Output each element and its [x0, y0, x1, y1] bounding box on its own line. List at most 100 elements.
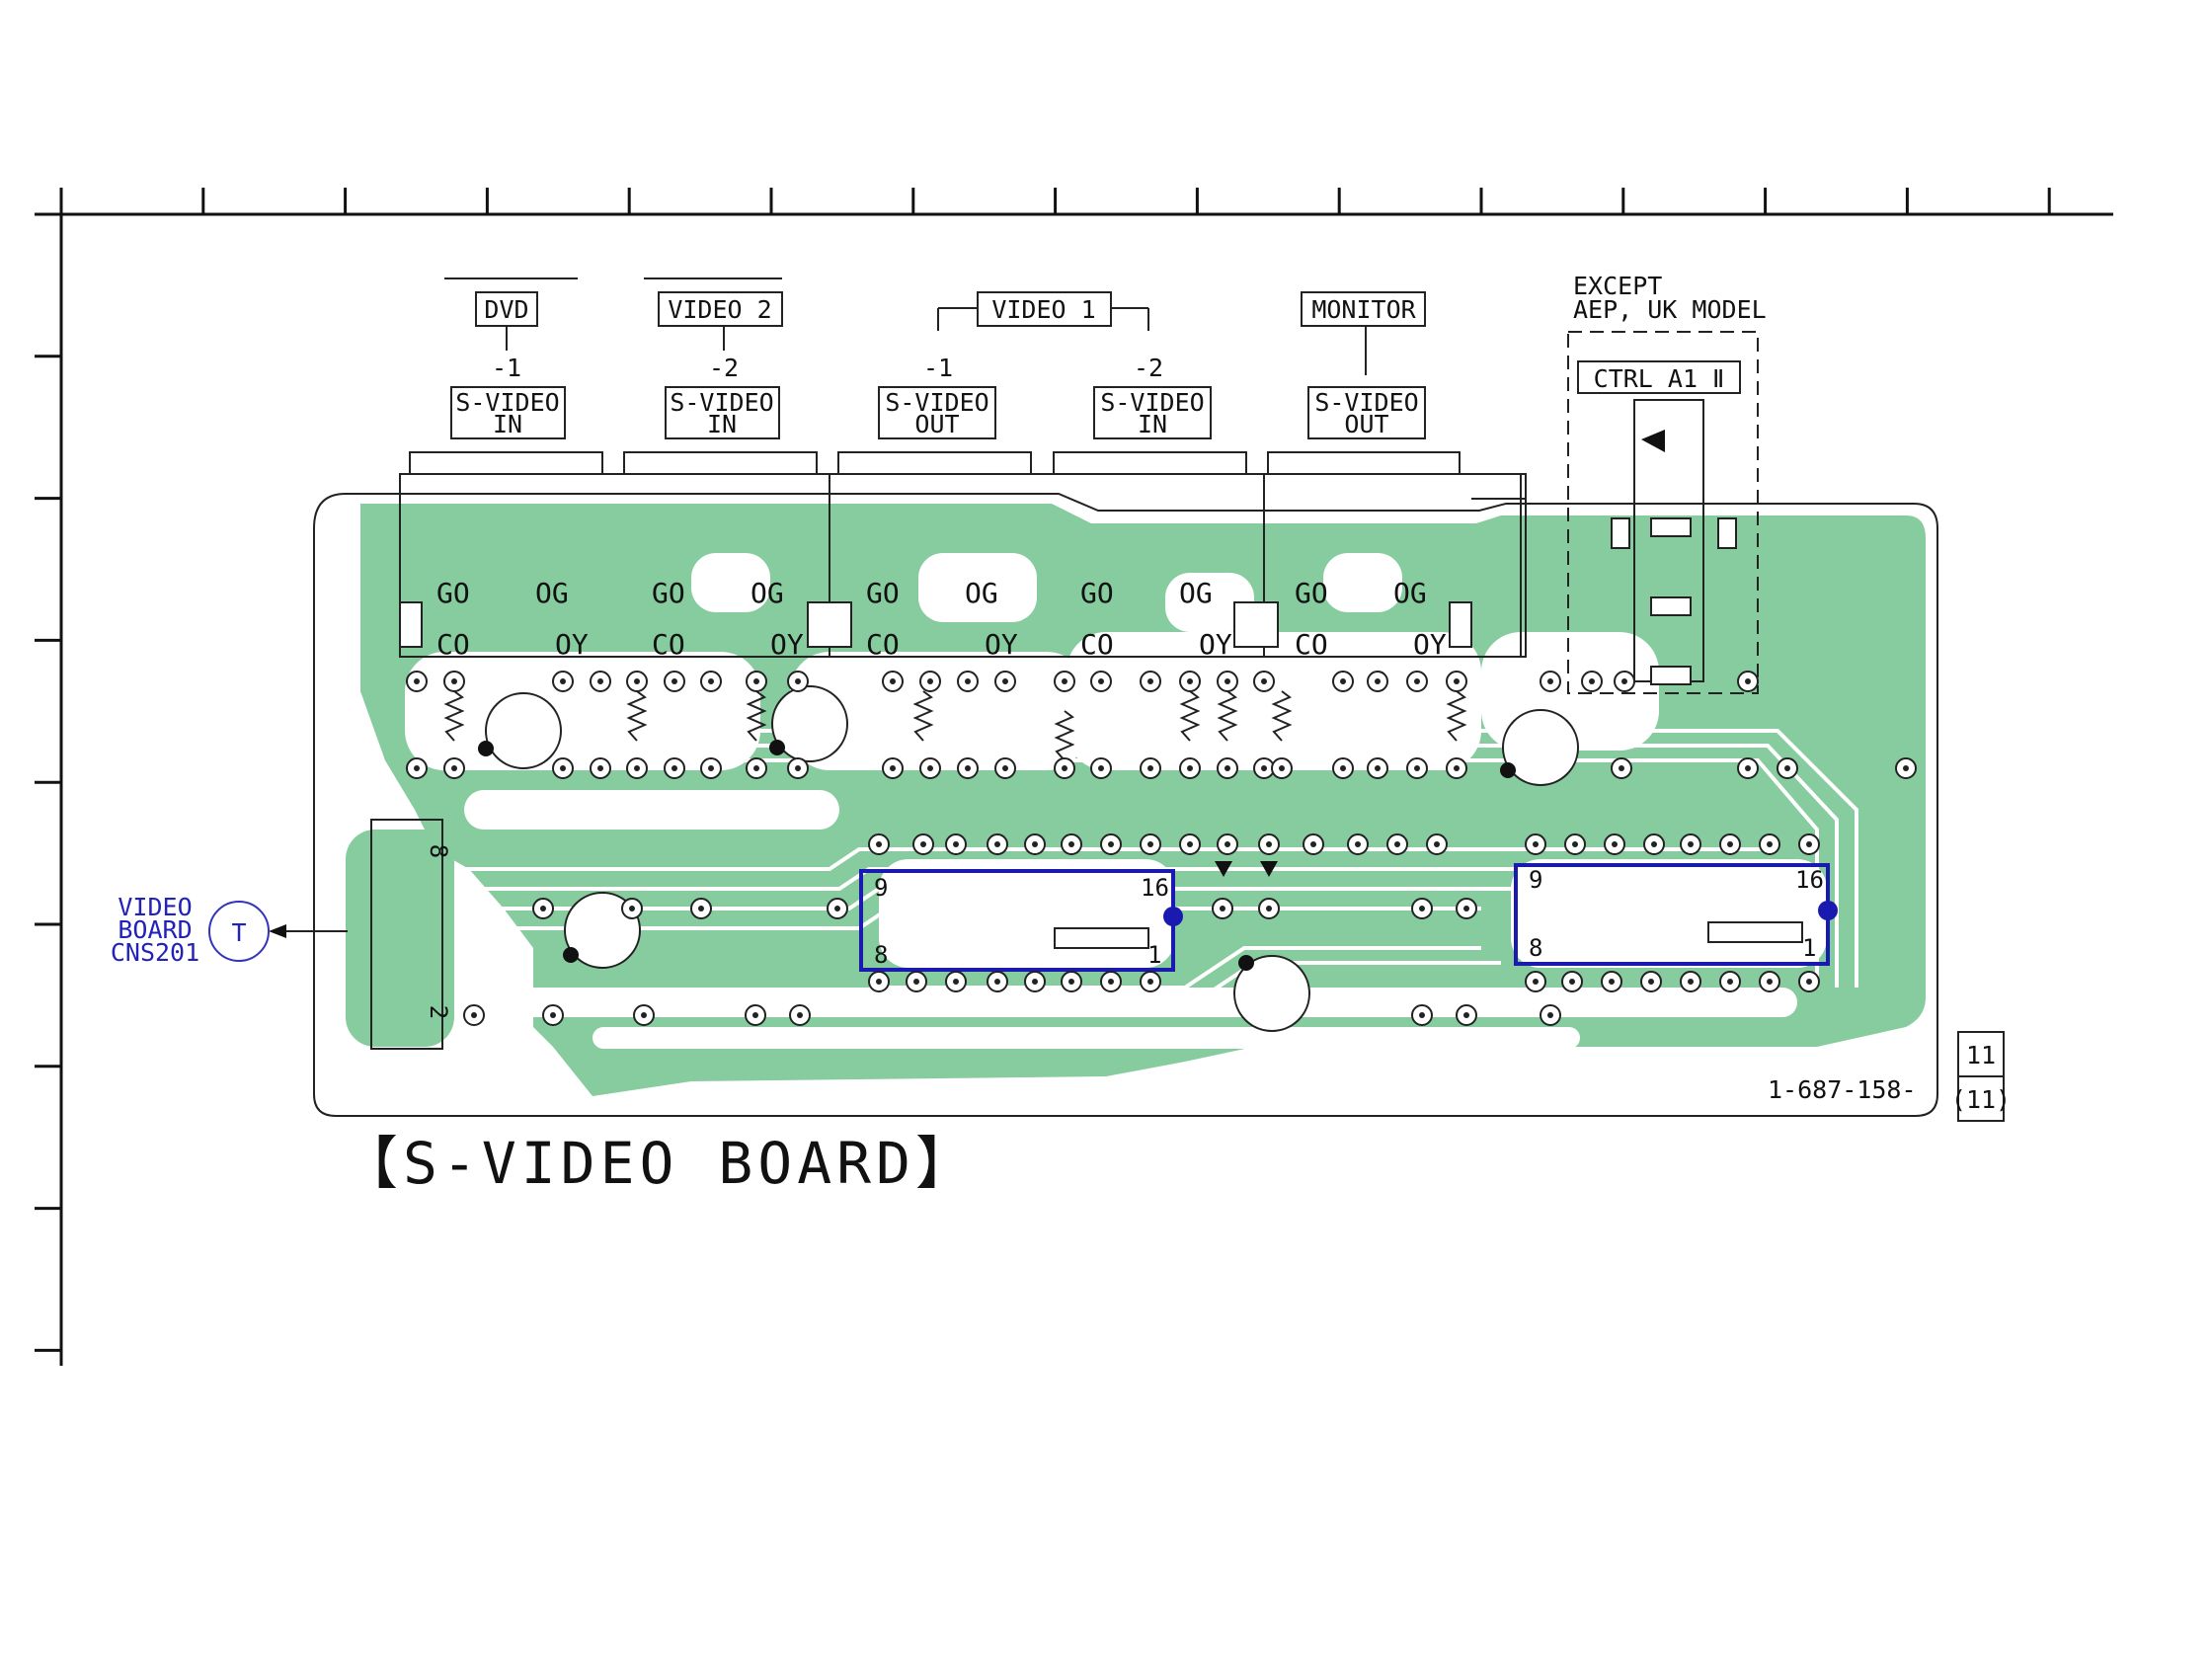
- solder-pad-hole: [634, 765, 640, 771]
- solder-pad-hole: [753, 678, 759, 684]
- solder-pad-hole: [550, 1012, 556, 1018]
- solder-pad-hole: [797, 1012, 803, 1018]
- solder-pad-hole: [1806, 979, 1812, 985]
- solder-pad-hole: [1375, 765, 1381, 771]
- video2-line2: IN: [707, 410, 737, 438]
- solder-pad-hole: [890, 765, 896, 771]
- solder-pad-hole: [1187, 765, 1193, 771]
- solder-pad-hole: [414, 765, 420, 771]
- solder-pad-hole: [1220, 906, 1225, 911]
- solder-pad-hole: [708, 678, 714, 684]
- connector-pin-top: 8: [425, 844, 452, 858]
- solder-pad-hole: [1261, 765, 1267, 771]
- solder-pad-hole: [1062, 678, 1067, 684]
- solder-pad-hole: [1612, 841, 1618, 847]
- video2-group-label: VIDEO 2: [668, 295, 771, 324]
- solder-pad-hole: [1224, 841, 1230, 847]
- dvd-group-label: DVD: [484, 295, 528, 324]
- jack-pin-label: GO: [1295, 577, 1328, 609]
- solder-pad-hole: [927, 678, 933, 684]
- solder-pad-hole: [1340, 765, 1346, 771]
- solder-pad-hole: [753, 765, 759, 771]
- solder-pad-hole: [560, 765, 566, 771]
- video1-out-line2: OUT: [914, 410, 959, 438]
- solder-pad-hole: [1032, 979, 1038, 985]
- solder-pad-hole: [1340, 678, 1346, 684]
- jack-pin-label: GO: [652, 577, 685, 609]
- solder-pad-hole: [1533, 979, 1539, 985]
- solder-pad-hole: [1434, 841, 1440, 847]
- solder-pad-hole: [1419, 1012, 1425, 1018]
- ic-left-pin1: 1: [1147, 941, 1161, 969]
- solder-pad-hole: [1147, 841, 1153, 847]
- solder-pad-hole: [1589, 678, 1595, 684]
- video1-group-label: VIDEO 1: [991, 295, 1095, 324]
- jack-pin-label: CO: [866, 628, 900, 661]
- solder-pad-hole: [540, 906, 546, 911]
- solder-pad-hole: [471, 1012, 477, 1018]
- jack-pin-label: GO: [436, 577, 470, 609]
- solder-pad-hole: [876, 841, 882, 847]
- page-number-bottom: (11): [1951, 1085, 2011, 1114]
- solder-pad-hole: [953, 979, 959, 985]
- solder-pad-hole: [1068, 979, 1074, 985]
- jack-pin-label: GO: [866, 577, 900, 609]
- solder-pad-hole: [1032, 841, 1038, 847]
- part-number: 1-687-158-: [1768, 1075, 1917, 1104]
- solder-pad-hole: [1419, 906, 1425, 911]
- solder-pad-hole: [672, 678, 677, 684]
- solder-pad-hole: [1098, 765, 1104, 771]
- jack-pin-label: OY: [555, 628, 589, 661]
- page-number-box: 11 (11): [1951, 1032, 2011, 1121]
- solder-pad-hole: [1745, 765, 1751, 771]
- solder-pad-hole: [1454, 678, 1460, 684]
- jack-pin-label: OY: [1413, 628, 1447, 661]
- ctrl-label: CTRL A1 Ⅱ: [1594, 364, 1725, 393]
- solder-pad-hole: [1375, 678, 1381, 684]
- solder-pad-hole: [1767, 979, 1773, 985]
- solder-pad-hole: [1002, 678, 1008, 684]
- ic-right-pin1: 1: [1802, 934, 1816, 962]
- solder-pad-hole: [1224, 765, 1230, 771]
- jack-pin-label: CO: [1080, 628, 1114, 661]
- video1-out-suffix: -1: [923, 354, 953, 382]
- solder-pad-hole: [795, 765, 801, 771]
- solder-pad-hole: [1266, 841, 1272, 847]
- solder-pad-hole: [927, 765, 933, 771]
- video1-in-line2: IN: [1138, 410, 1167, 438]
- jack-dvd: DVD -1 S-VIDEO IN: [455, 295, 559, 438]
- page-number-top: 11: [1966, 1041, 1996, 1069]
- jack-pin-label: CO: [652, 628, 685, 661]
- solder-pad-hole: [1651, 841, 1657, 847]
- solder-pad-hole: [876, 979, 882, 985]
- video1-in-suffix: -2: [1134, 354, 1163, 382]
- jack-pin-label: OG: [750, 577, 784, 609]
- jack-pin-label: OY: [985, 628, 1018, 661]
- solder-pad-hole: [1547, 1012, 1553, 1018]
- solder-pad-hole: [965, 678, 971, 684]
- solder-pad-hole: [1062, 765, 1067, 771]
- connector-ref-line3: CNS201: [111, 938, 199, 967]
- jack-pin-label: OG: [1393, 577, 1427, 609]
- solder-pad-hole: [641, 1012, 647, 1018]
- ic-right-pin8: 8: [1529, 934, 1542, 962]
- solder-pad-hole: [1098, 678, 1104, 684]
- connector-letter: T: [231, 918, 246, 947]
- solder-pad-hole: [451, 678, 457, 684]
- monitor-group-label: MONITOR: [1311, 295, 1416, 324]
- solder-pad-hole: [752, 1012, 758, 1018]
- solder-pad-hole: [1463, 906, 1469, 911]
- jack-pin-label: CO: [1295, 628, 1328, 661]
- solder-pad-hole: [1806, 841, 1812, 847]
- solder-pad-hole: [672, 765, 677, 771]
- solder-pad-hole: [1187, 841, 1193, 847]
- solder-pad-hole: [1279, 765, 1285, 771]
- jack-pin-label: OG: [535, 577, 569, 609]
- solder-pad-hole: [1002, 765, 1008, 771]
- solder-pad-hole: [1903, 765, 1909, 771]
- solder-pad-hole: [1147, 678, 1153, 684]
- solder-pad-hole: [1688, 841, 1694, 847]
- solder-pad-hole: [1261, 678, 1267, 684]
- solder-pad-hole: [1547, 678, 1553, 684]
